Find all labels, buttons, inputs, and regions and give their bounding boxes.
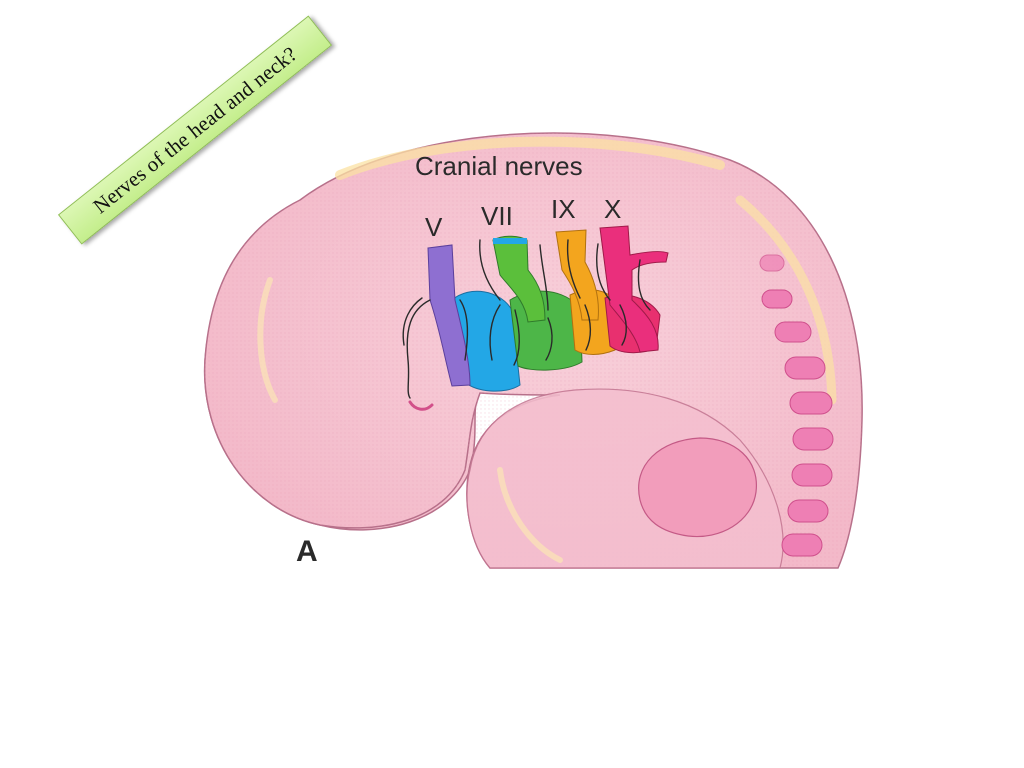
branch-outline (566, 239, 581, 299)
branch-outline (489, 304, 501, 361)
nerve-vii-root (493, 238, 527, 244)
somite (789, 391, 833, 415)
nerve-label-ix: IX (551, 194, 576, 224)
somite (774, 321, 812, 343)
nerve-label-v: V (425, 212, 443, 242)
somite (791, 463, 833, 487)
branch-outline (545, 317, 553, 361)
somite (787, 499, 829, 523)
highlight-band-top (335, 136, 725, 180)
branch-outline (539, 244, 549, 311)
branch-outline (479, 239, 501, 301)
cranial-nerves (427, 225, 669, 387)
somite (761, 289, 793, 309)
lens-placode (408, 400, 434, 411)
panel-label: A (296, 535, 318, 568)
somites (759, 254, 834, 557)
limb-bud (638, 437, 757, 538)
nerve-ix (555, 229, 599, 321)
somite (781, 533, 823, 557)
branch-outline (459, 299, 469, 361)
highlight-band-back (735, 195, 837, 405)
branch-outline (406, 299, 431, 399)
branch-outline (402, 297, 423, 346)
highlight-band-head (257, 277, 278, 403)
somite (759, 254, 785, 272)
branch-outline (596, 243, 611, 301)
figure-heading: Cranial nerves (415, 151, 583, 181)
branch-outline (619, 304, 627, 346)
nerve-label-vii: VII (481, 201, 513, 231)
nerve-x (599, 225, 669, 353)
somite (792, 427, 834, 451)
highlight-band-jaw (497, 467, 563, 563)
branch-outline (637, 259, 651, 311)
nerve-label-x: X (604, 194, 621, 224)
nerve-branch-outlines (402, 239, 651, 399)
somite (784, 356, 826, 380)
nerve-vii (492, 235, 546, 323)
branch-outline (513, 309, 521, 366)
nerve-v (427, 244, 471, 387)
branch-outline (584, 304, 592, 351)
